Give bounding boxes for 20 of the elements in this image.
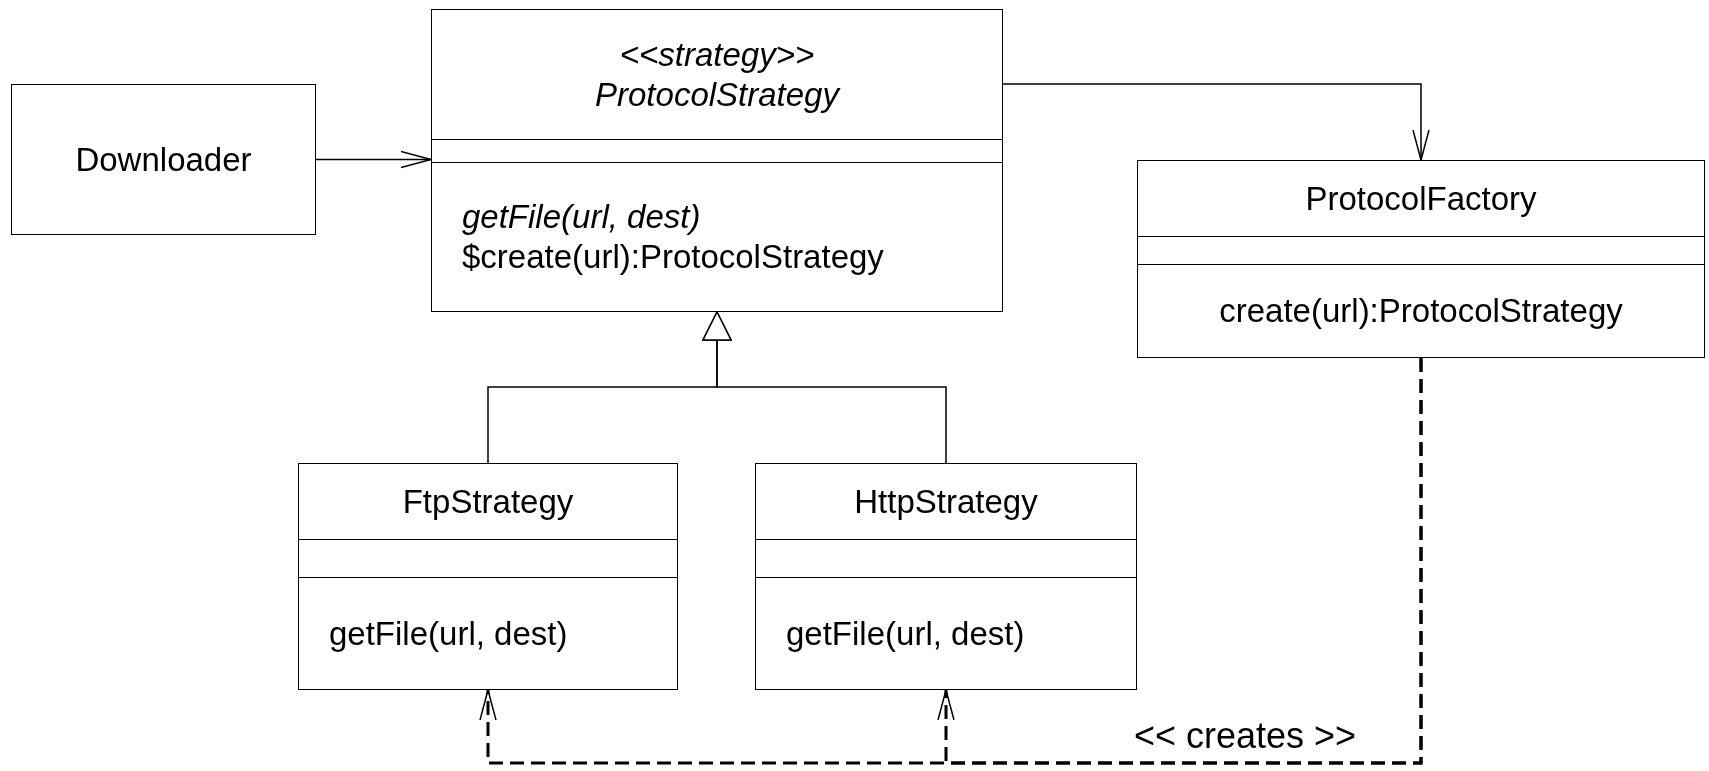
class-name: ProtocolFactory <box>1305 178 1537 219</box>
arrow <box>1002 83 1430 161</box>
class-text: <<strategy>> <box>619 34 815 75</box>
class-name: HttpStrategy <box>854 481 1038 522</box>
class-box <box>298 463 678 690</box>
class-box <box>431 9 1003 312</box>
class-text: Downloader <box>75 139 252 180</box>
class-name: FtpStrategy <box>402 481 574 522</box>
arrow <box>702 311 947 464</box>
dependency-arrow <box>479 358 1423 765</box>
class-text: ProtocolStrategy <box>595 74 839 115</box>
class-text: getFile(url, dest) <box>329 613 568 654</box>
class-box <box>755 463 1137 690</box>
class-text: create(url):ProtocolStrategy <box>1219 291 1623 331</box>
class-text: getFile(url, dest) <box>786 613 1025 654</box>
class-box <box>11 84 316 235</box>
class-box <box>1137 160 1705 358</box>
arrow <box>315 150 432 169</box>
class-text: $create(url):ProtocolStrategy <box>462 237 884 277</box>
class-text: getFile(url, dest) <box>462 197 701 237</box>
